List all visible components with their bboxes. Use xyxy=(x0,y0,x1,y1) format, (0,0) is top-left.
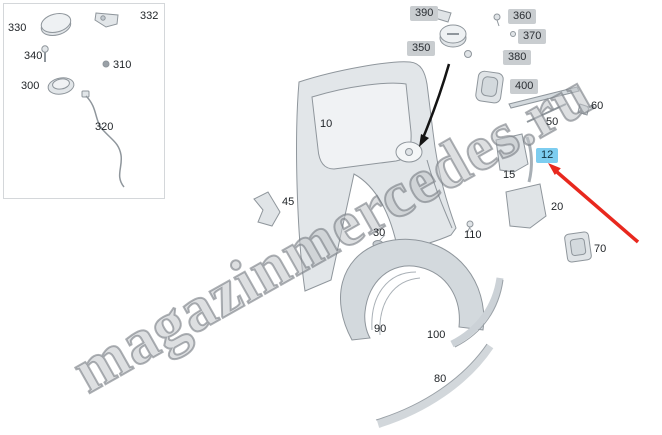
part-label-400[interactable]: 400 xyxy=(510,79,539,94)
wheel-liner-drawing xyxy=(340,238,485,341)
leader-lines xyxy=(378,104,593,242)
part-label-360[interactable]: 360 xyxy=(508,9,537,24)
part-label-100[interactable]: 100 xyxy=(427,329,446,341)
part-label-300[interactable]: 300 xyxy=(21,80,40,92)
part-label-12-highlighted[interactable]: 12 xyxy=(536,148,559,163)
part-label-370[interactable]: 370 xyxy=(518,29,547,44)
quarter-panel-drawing xyxy=(296,61,457,292)
part-label-20[interactable]: 20 xyxy=(551,201,564,213)
part-label-330[interactable]: 330 xyxy=(8,22,27,34)
part-label-350[interactable]: 350 xyxy=(407,41,436,56)
part-label-80[interactable]: 80 xyxy=(434,373,447,385)
arch-mouldings-drawing xyxy=(375,277,504,428)
filler-flap-parts-drawing xyxy=(253,8,592,263)
part-label-390[interactable]: 390 xyxy=(410,6,439,21)
part-label-10[interactable]: 10 xyxy=(320,118,333,130)
part-label-60[interactable]: 60 xyxy=(591,100,604,112)
part-label-70[interactable]: 70 xyxy=(594,243,607,255)
part-label-50[interactable]: 50 xyxy=(546,116,559,128)
part-label-90[interactable]: 90 xyxy=(374,323,387,335)
flap-pointer-arrow xyxy=(419,63,451,147)
part-label-320[interactable]: 320 xyxy=(95,121,114,133)
inset-box xyxy=(3,3,165,199)
filler-cap-parts-drawing xyxy=(40,12,125,188)
part-label-110[interactable]: 110 xyxy=(464,229,482,241)
part-label-380[interactable]: 380 xyxy=(503,50,532,65)
part-label-332[interactable]: 332 xyxy=(140,10,159,22)
part-label-15[interactable]: 15 xyxy=(503,169,516,181)
part-label-340[interactable]: 340 xyxy=(24,50,43,62)
part-label-45[interactable]: 45 xyxy=(282,196,295,208)
part-label-30[interactable]: 30 xyxy=(373,227,386,239)
part-label-310[interactable]: 310 xyxy=(113,59,132,71)
